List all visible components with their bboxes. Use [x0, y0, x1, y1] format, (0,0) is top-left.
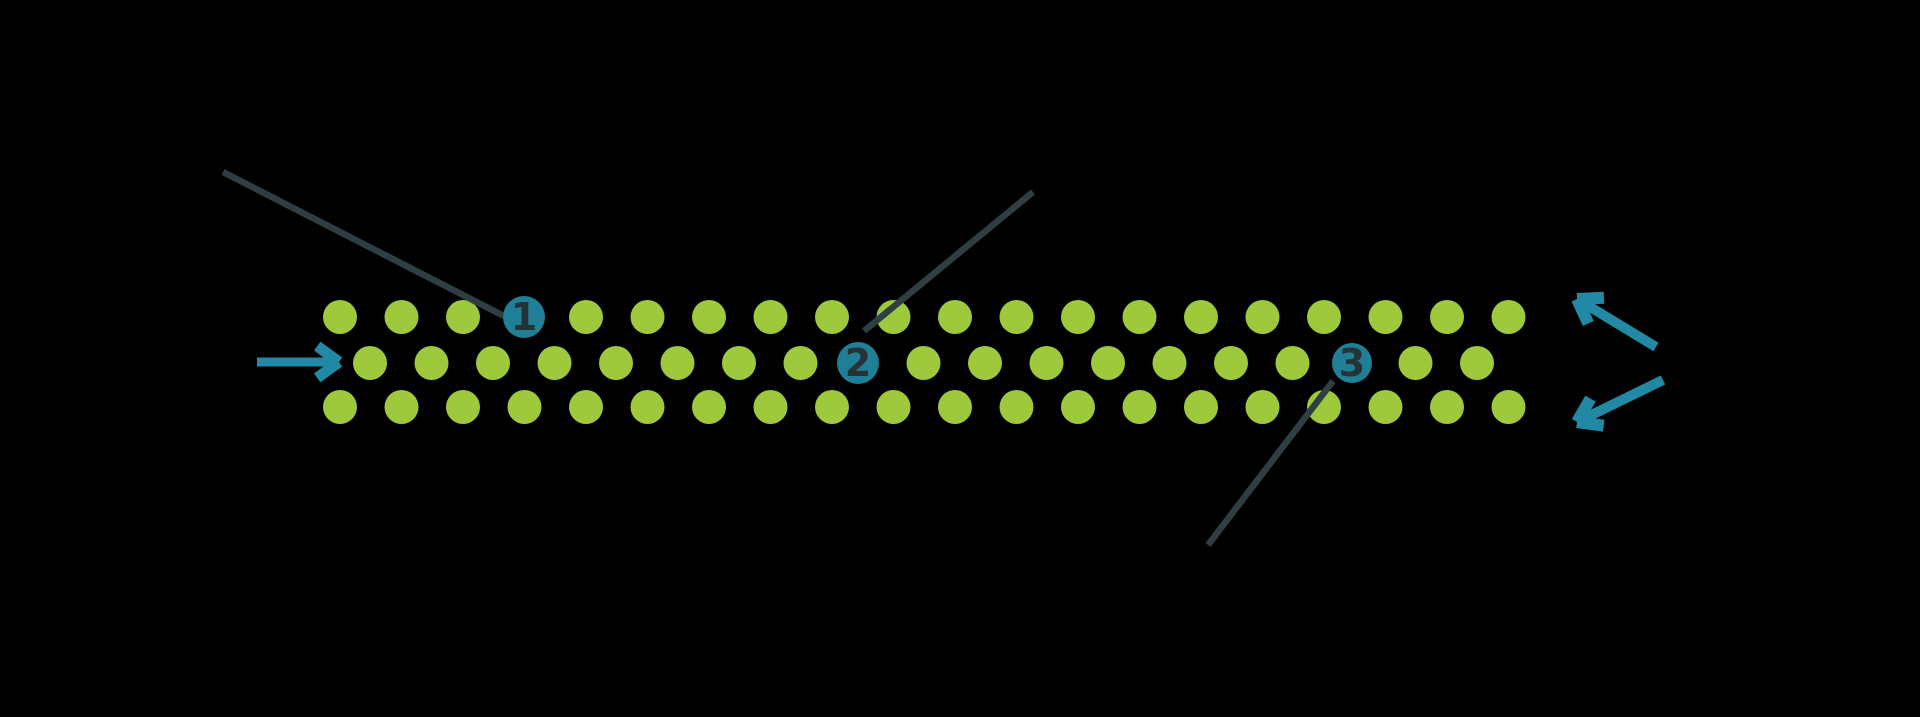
lattice-dot [414, 346, 449, 380]
upper-right-arrow-shaft [1579, 297, 1659, 352]
lattice-dot [753, 390, 788, 424]
lattice-dot [692, 300, 726, 334]
lattice-dot [1275, 346, 1310, 380]
lattice-dot [783, 346, 818, 380]
lattice-dot [1430, 390, 1464, 424]
leader-line-3 [1205, 379, 1336, 547]
upper-right-arrow [1571, 291, 1659, 352]
lattice-dot [630, 300, 665, 334]
lattice-dot [537, 346, 572, 380]
leader-line-2 [861, 189, 1036, 334]
badge-1-circle [503, 296, 545, 338]
lower-right-arrow [1571, 375, 1666, 432]
badge-3-circle [1332, 343, 1372, 383]
leader-lines-layer [221, 169, 1336, 547]
lattice-dot [999, 300, 1034, 334]
badge-1-number: 1 [511, 295, 537, 339]
lattice-dot [1184, 300, 1218, 334]
lattice-dot [906, 346, 941, 380]
lattice-dot [1245, 390, 1280, 424]
lattice-dot [815, 300, 849, 334]
lattice-dot [1122, 390, 1157, 424]
badges-layer: 1 2 3 [503, 295, 1372, 385]
lattice-dot [1091, 346, 1125, 380]
lattice-dot [1184, 390, 1218, 424]
lattice-dot [999, 390, 1034, 424]
lattice-dot [1368, 300, 1403, 334]
lattice-dot [1491, 300, 1526, 334]
lattice-dot [353, 346, 387, 380]
lattice-dot [323, 390, 357, 424]
lattice-dot [968, 346, 1002, 380]
lattice-dot [1398, 346, 1433, 380]
lattice-dot [384, 390, 419, 424]
lattice-dot [476, 346, 510, 380]
dot-row-bottom [323, 390, 1526, 424]
badge-1: 1 [503, 295, 545, 339]
dot-rows-layer [323, 300, 1526, 424]
lattice-dot [1460, 346, 1494, 380]
badge-3: 3 [1332, 341, 1372, 385]
lattice-dot [1307, 300, 1341, 334]
lattice-dot [569, 300, 603, 334]
upper-right-arrow-head-arm-2-icon [1571, 296, 1594, 327]
lattice-dot [599, 346, 633, 380]
arrows-layer [257, 291, 1666, 432]
lattice-dot [323, 300, 357, 334]
lattice-dot [660, 346, 695, 380]
lattice-dot [1152, 346, 1187, 380]
lattice-dot [1307, 390, 1341, 424]
lattice-dot [938, 300, 972, 334]
left-arrow [257, 341, 343, 383]
badge-2: 2 [837, 341, 879, 385]
lattice-dot [1061, 390, 1095, 424]
lattice-dot [876, 390, 911, 424]
lattice-dot [753, 300, 788, 334]
leader-line-1 [221, 169, 506, 319]
left-arrow-head-arm-2-icon [313, 341, 343, 367]
lattice-dot [507, 390, 542, 424]
lattice-dot [446, 390, 480, 424]
lattice-dot [938, 390, 972, 424]
lattice-dot [1214, 346, 1248, 380]
lattice-dot [1245, 300, 1280, 334]
dot-row-middle [353, 346, 1494, 380]
lattice-dot [692, 390, 726, 424]
badge-2-number: 2 [845, 341, 871, 385]
badge-3-number: 3 [1339, 341, 1365, 385]
lower-right-arrow-shaft [1580, 375, 1666, 424]
badge-2-circle [837, 342, 879, 384]
lattice-dot [1491, 390, 1526, 424]
lattice-dot [1122, 300, 1157, 334]
lattice-dot [384, 300, 419, 334]
lower-right-arrow-head-arm-2-icon [1576, 416, 1605, 432]
dot-row-top [323, 300, 1526, 334]
lattice-dot [1430, 300, 1464, 334]
lattice-dot [1368, 390, 1403, 424]
lattice-dot [1029, 346, 1064, 380]
lattice-dot [815, 390, 849, 424]
lattice-dot [1061, 300, 1095, 334]
lattice-dot [722, 346, 756, 380]
lattice-dot [446, 300, 480, 334]
lattice-dot [876, 300, 911, 334]
lattice-dot [569, 390, 603, 424]
lattice-dot [630, 390, 665, 424]
